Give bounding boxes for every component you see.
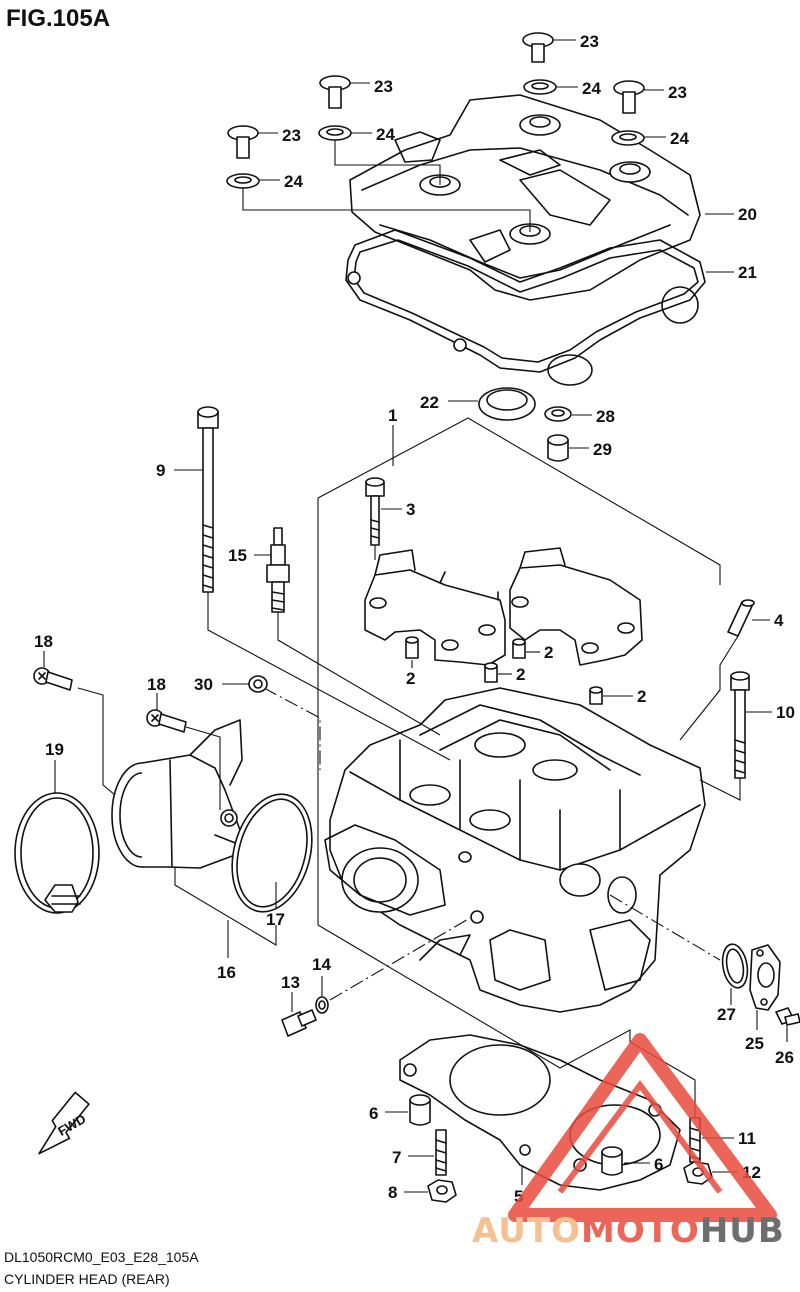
plug-part-28[interactable] <box>544 406 572 422</box>
callout-16: 16 <box>217 963 236 982</box>
callout-30: 30 <box>194 675 213 694</box>
callout-14: 14 <box>312 955 331 974</box>
stud-part-7[interactable] <box>435 1129 447 1176</box>
cover-bolt-part-23-c[interactable] <box>613 80 645 114</box>
callout-23-b: 23 <box>374 77 393 96</box>
figure-title: FIG.105A <box>6 5 110 32</box>
stud-part-4[interactable] <box>727 599 755 637</box>
callout-2-c: 2 <box>516 665 525 684</box>
callout-6-b: 6 <box>654 1155 663 1174</box>
callout-4: 4 <box>774 611 784 630</box>
fwd-arrow-icon: FWD <box>38 1091 90 1155</box>
callout-20: 20 <box>738 205 757 224</box>
dowel-part-2-a[interactable] <box>405 636 419 659</box>
callout-27: 27 <box>717 1005 736 1024</box>
callout-2-b: 2 <box>544 643 553 662</box>
dowel-part-2-d[interactable] <box>589 686 603 705</box>
dowel-part-29[interactable] <box>547 434 569 462</box>
group-frame-bottom <box>317 924 631 1069</box>
callout-29: 29 <box>593 440 612 459</box>
bolt-part-3[interactable] <box>365 477 385 546</box>
callout-19: 19 <box>45 740 64 759</box>
callout-6-a: 6 <box>369 1104 378 1123</box>
dowel-part-2-b[interactable] <box>512 638 526 659</box>
figure-code: DL1050RCM0_E03_E28_105A <box>4 1249 199 1265</box>
callout-13: 13 <box>281 973 300 992</box>
dowel-part-6-a[interactable] <box>409 1094 431 1126</box>
valve-cover-part-20[interactable] <box>349 94 701 386</box>
intake-pipe-part-16[interactable] <box>111 719 253 879</box>
callout-5: 5 <box>514 1187 523 1206</box>
callouts: 23 24 23 24 23 24 23 24 20 21 22 28 29 1… <box>34 32 795 1206</box>
callout-25: 25 <box>745 1034 764 1053</box>
cylinder-head-part-1[interactable] <box>324 687 706 1013</box>
head-bolt-part-9[interactable] <box>197 406 219 593</box>
callout-17: 17 <box>266 910 285 929</box>
callout-18-a: 18 <box>34 632 53 651</box>
callout-23-c: 23 <box>668 83 687 102</box>
callout-23-a: 23 <box>580 32 599 51</box>
callout-23-d: 23 <box>282 126 301 145</box>
figure-caption: CYLINDER HEAD (REAR) <box>4 1271 170 1287</box>
cover-bolt-part-23-a[interactable] <box>522 32 554 63</box>
cover-bolt-part-23-b[interactable] <box>319 75 351 109</box>
callout-24-d: 24 <box>284 172 303 191</box>
o-ring-part-17[interactable] <box>220 785 324 921</box>
clamp-part-19[interactable] <box>14 792 100 914</box>
callout-26: 26 <box>775 1048 794 1067</box>
automotohub-watermark-logo: AUTOMOTOHUB <box>472 1033 785 1251</box>
cover-bolt-part-23-d[interactable] <box>227 125 259 159</box>
screw-part-18-b[interactable] <box>146 709 187 733</box>
callout-1: 1 <box>388 406 397 425</box>
nut-part-8[interactable] <box>427 1179 457 1203</box>
washer-part-24-d[interactable] <box>226 173 260 189</box>
cover-gasket-part-21[interactable] <box>345 229 706 373</box>
screw-part-18-a[interactable] <box>33 667 73 691</box>
dowel-part-2-c[interactable] <box>484 662 498 683</box>
bolt-part-10[interactable] <box>730 671 750 779</box>
callout-8: 8 <box>388 1183 397 1202</box>
callout-21: 21 <box>738 263 757 282</box>
spark-plug-part-15[interactable] <box>266 527 290 613</box>
washer-part-24-c[interactable] <box>611 130 645 146</box>
cover-plate-part-25[interactable] <box>749 944 781 1011</box>
watermark-auto: AUTOMOTOHUB <box>472 1211 785 1251</box>
washer-part-14[interactable] <box>315 996 329 1014</box>
callout-24-c: 24 <box>670 129 689 148</box>
callout-7: 7 <box>392 1148 401 1167</box>
camshaft-holder-left[interactable] <box>364 549 506 666</box>
callout-11: 11 <box>738 1129 756 1148</box>
callout-28: 28 <box>596 407 615 426</box>
washer-part-24-a[interactable] <box>523 79 557 95</box>
camshaft-holder-right[interactable] <box>509 547 643 666</box>
o-ring-part-27[interactable] <box>719 942 750 989</box>
washer-part-30[interactable] <box>248 675 268 693</box>
callout-3: 3 <box>406 500 415 519</box>
bolt-part-13[interactable] <box>281 1009 317 1037</box>
dowel-part-6-b[interactable] <box>601 1146 623 1176</box>
callout-2-a: 2 <box>406 669 415 688</box>
callout-10: 10 <box>776 703 795 722</box>
callout-2-d: 2 <box>637 687 646 706</box>
callout-22: 22 <box>420 393 439 412</box>
seal-part-22[interactable] <box>478 387 536 421</box>
callout-24-a: 24 <box>582 79 601 98</box>
washer-part-24-b[interactable] <box>318 125 352 141</box>
callout-24-b: 24 <box>376 125 395 144</box>
callout-15: 15 <box>228 546 247 565</box>
bolt-part-26[interactable] <box>775 1007 800 1026</box>
callout-18-b: 18 <box>147 675 166 694</box>
callout-9: 9 <box>156 461 165 480</box>
